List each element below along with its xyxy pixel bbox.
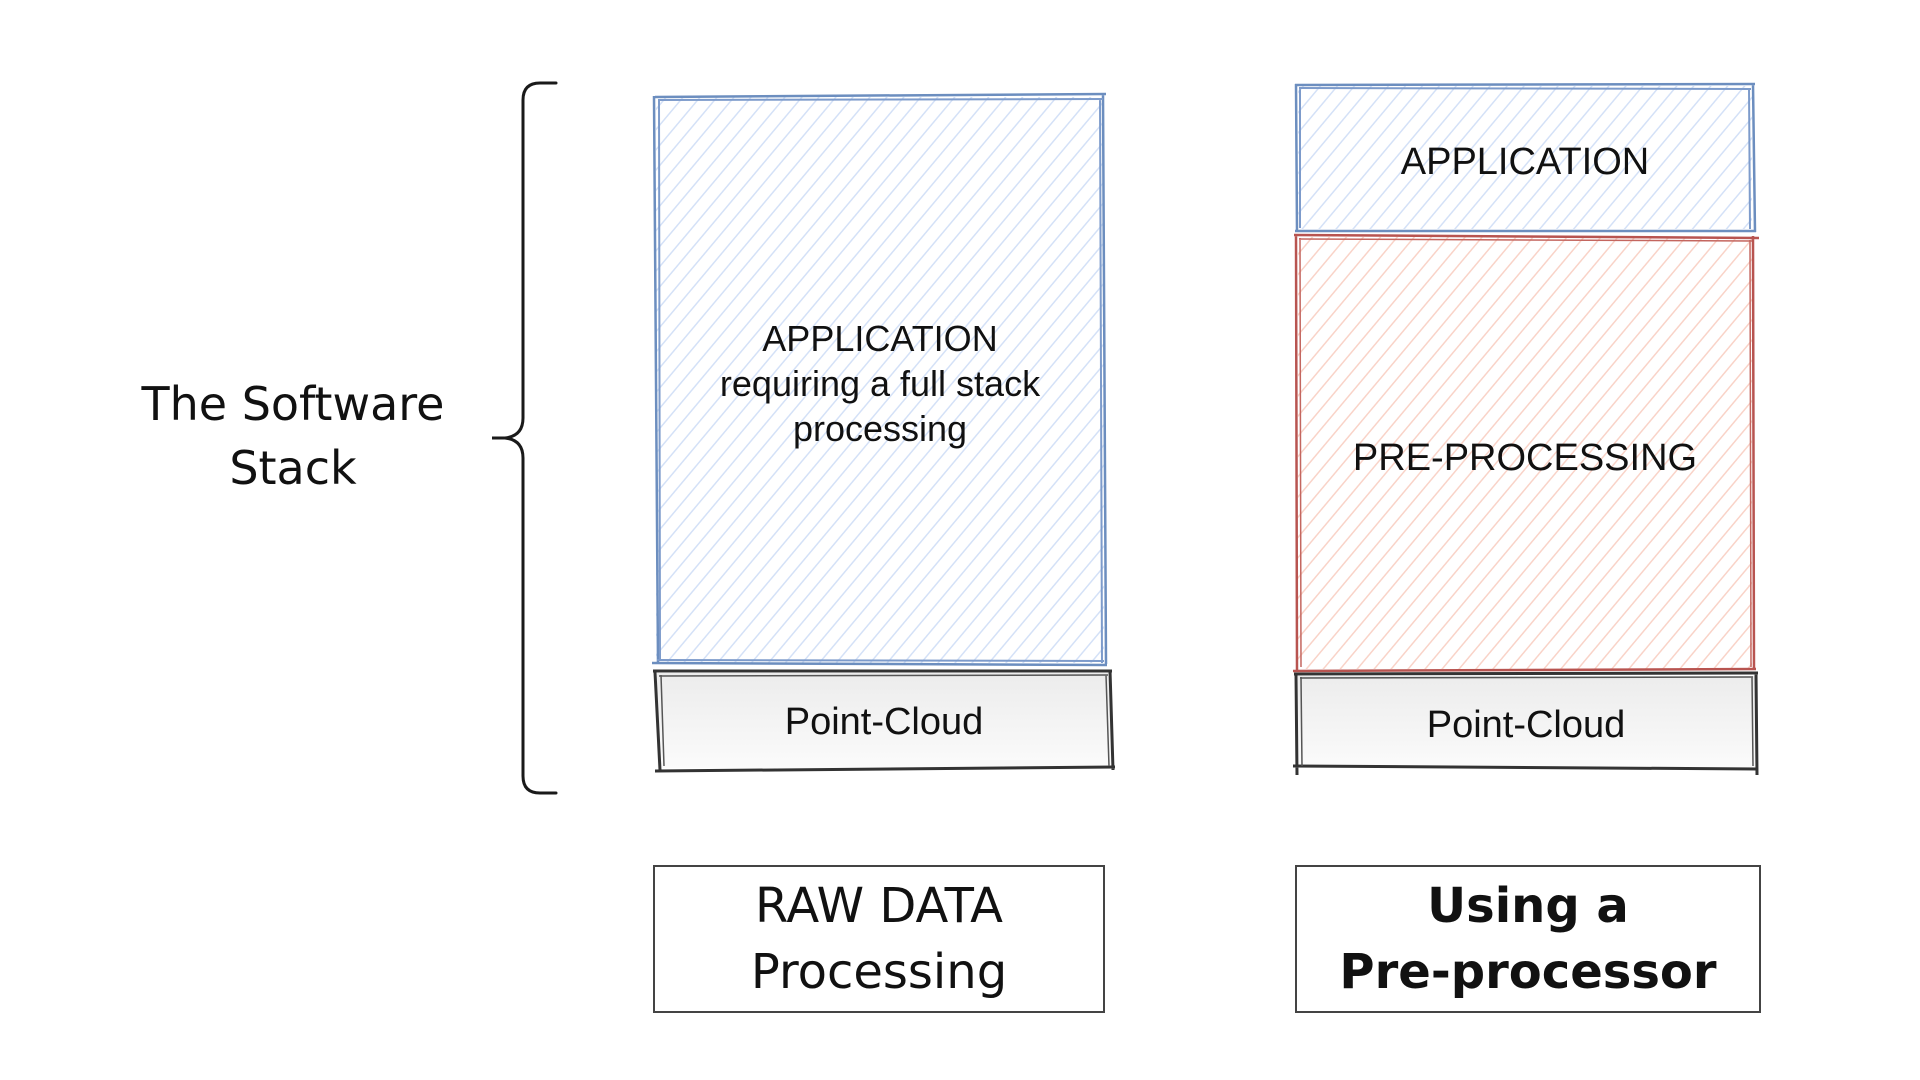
right-application-text: APPLICATION: [1400, 141, 1650, 183]
software-stack-label-line: The Software: [141, 377, 445, 431]
left-point-cloud-text: Point-Cloud: [784, 701, 984, 743]
caption-line: Processing: [750, 944, 1008, 1000]
software-stack-label: The Software Stack: [118, 372, 468, 500]
caption-line: Using a: [1427, 878, 1629, 934]
caption-line: Pre-processor: [1339, 944, 1717, 1000]
left-application-subtitle: processing: [792, 408, 968, 449]
curly-brace-icon: [492, 81, 558, 795]
right-pre-processing-text: PRE-PROCESSING: [1352, 437, 1698, 479]
left-application-title: APPLICATION: [762, 318, 998, 359]
left-application-layer: [651, 92, 1108, 667]
right-pre-processing-layer: [1292, 233, 1760, 673]
raw-data-caption-box: RAW DATA Processing: [653, 865, 1105, 1013]
preprocessor-caption-box: Using a Pre-processor: [1295, 865, 1761, 1013]
left-application-subtitle: requiring a full stack: [719, 363, 1041, 404]
left-application-text: APPLICATION requiring a full stack proce…: [655, 316, 1105, 451]
right-point-cloud-text: Point-Cloud: [1426, 704, 1626, 746]
software-stack-label-line: Stack: [229, 441, 357, 495]
left-point-cloud-layer: [653, 669, 1116, 773]
right-point-cloud-layer: [1292, 671, 1759, 776]
right-application-layer: [1294, 82, 1757, 233]
caption-line: RAW DATA: [755, 878, 1003, 934]
